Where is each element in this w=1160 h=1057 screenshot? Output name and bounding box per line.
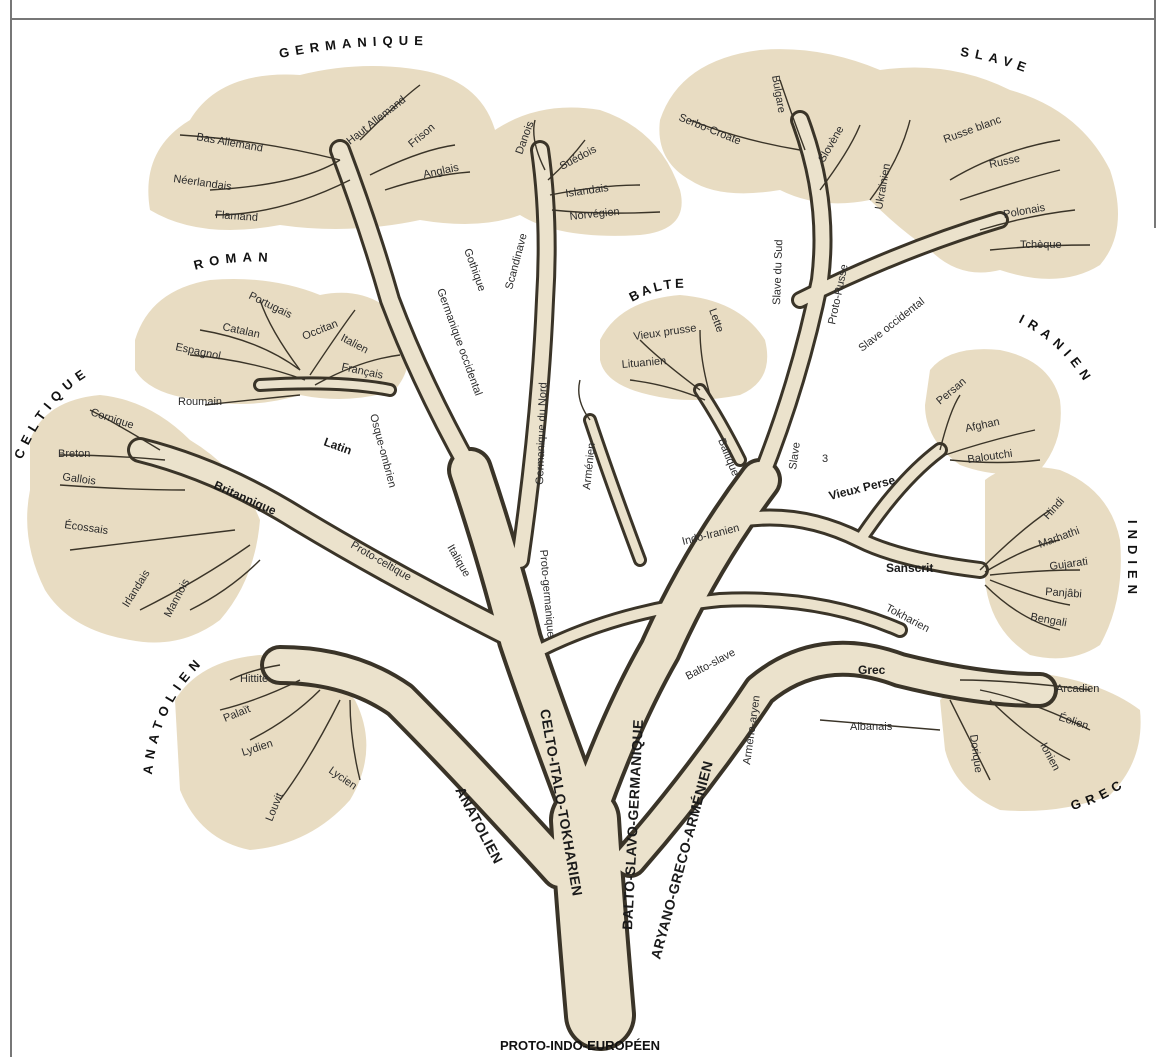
branch-italique: Italique: [444, 543, 472, 580]
branch-slave: Slave: [787, 441, 803, 470]
slave-note-mark: 3: [822, 453, 828, 465]
branch-armenien: Arménien: [581, 442, 598, 490]
lang-hittite: Hittite: [240, 673, 268, 685]
branch-scandinave: Scandinave: [503, 232, 529, 291]
branch-proto-germanique: Proto-germanique: [537, 549, 557, 638]
family-indien: INDIEN: [1125, 520, 1140, 600]
branch-slave-du-sud: Slave du Sud: [771, 239, 785, 305]
lang-tcheque: Tchèque: [1020, 239, 1062, 251]
branch-balto-slave: Balto-slave: [684, 647, 738, 683]
branch-grec: Grec: [858, 663, 886, 677]
branch-sanscrit: Sanscrit: [886, 561, 933, 575]
branch-gothique: Gothique: [461, 247, 488, 293]
branch-albanais: Albanais: [850, 721, 893, 733]
lang-panjabi: Panjâbi: [1045, 586, 1082, 601]
family-roman: ROMAN: [192, 249, 274, 272]
lang-arcadien: Arcadien: [1056, 683, 1099, 695]
root-label: PROTO-INDO-EUROPÉEN: [500, 1038, 660, 1053]
lang-breton: Breton: [58, 448, 90, 460]
branch-osque-ombrien: Osque-ombrien: [367, 413, 398, 489]
lang-roumain: Roumain: [178, 396, 222, 408]
branch-slave-occidental: Slave occidental: [856, 296, 927, 355]
branch-germanique-du-nord: Germanique du Nord: [534, 382, 550, 485]
family-slave: SLAVE: [959, 44, 1033, 77]
branch-latin: Latin: [322, 435, 354, 458]
family-germanique: GERMANIQUE: [278, 33, 429, 61]
branch-germanique-occidental: Germanique occidental: [434, 287, 484, 397]
foliage-layer: [27, 49, 1140, 850]
